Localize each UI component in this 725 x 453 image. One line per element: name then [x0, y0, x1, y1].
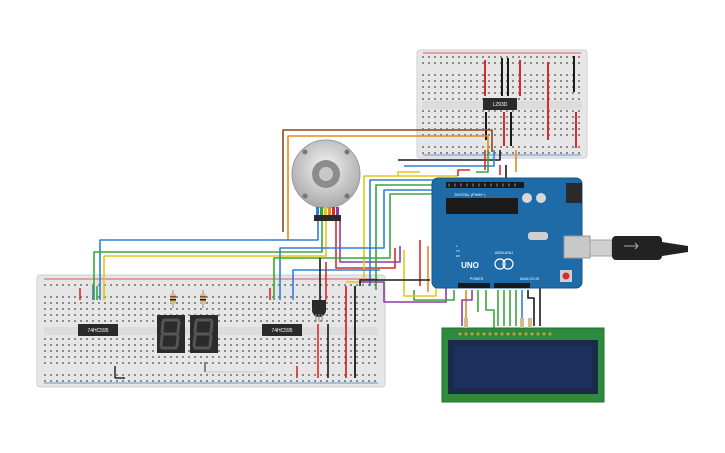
resistor-1[interactable] [170, 290, 176, 308]
l-label: L [456, 244, 458, 248]
rx-label: RX [456, 254, 460, 258]
power-label: POWER [470, 277, 484, 281]
arduino-logo: ARDUINO [494, 250, 514, 270]
l293d-label: L293D [493, 102, 508, 108]
lcd-display[interactable] [441, 318, 605, 403]
small-breadboard[interactable]: L293D [416, 49, 588, 159]
resistor-2[interactable] [200, 290, 206, 308]
arduino-uno[interactable]: DIGITAL (PWM~) ARDUINO UNO TX RX L POWER… [431, 177, 591, 289]
seven-segment-display-1[interactable] [157, 315, 185, 353]
shift-register-right[interactable]: 74HC595 [262, 324, 302, 336]
usb-cable[interactable] [589, 236, 688, 260]
arduino-model: UNO [461, 261, 479, 270]
seven-segment-display-2[interactable] [190, 315, 218, 353]
shift-register-right-label: 74HC595 [271, 328, 292, 334]
temperature-sensor[interactable] [312, 300, 326, 322]
arduino-brand: ARDUINO [495, 250, 513, 255]
analog-label: ANALOG IN [520, 277, 540, 281]
digital-label: DIGITAL (PWM~) [455, 192, 487, 197]
tx-label: TX [456, 249, 460, 253]
large-breadboard[interactable]: 74HC595 74HC595 [36, 274, 386, 388]
shift-register-left[interactable]: 74HC595 [78, 324, 118, 336]
shift-register-left-label: 74HC595 [87, 328, 108, 334]
l293d-chip[interactable]: L293D [483, 98, 517, 110]
wires [93, 129, 541, 330]
dc-motor[interactable] [291, 139, 361, 221]
